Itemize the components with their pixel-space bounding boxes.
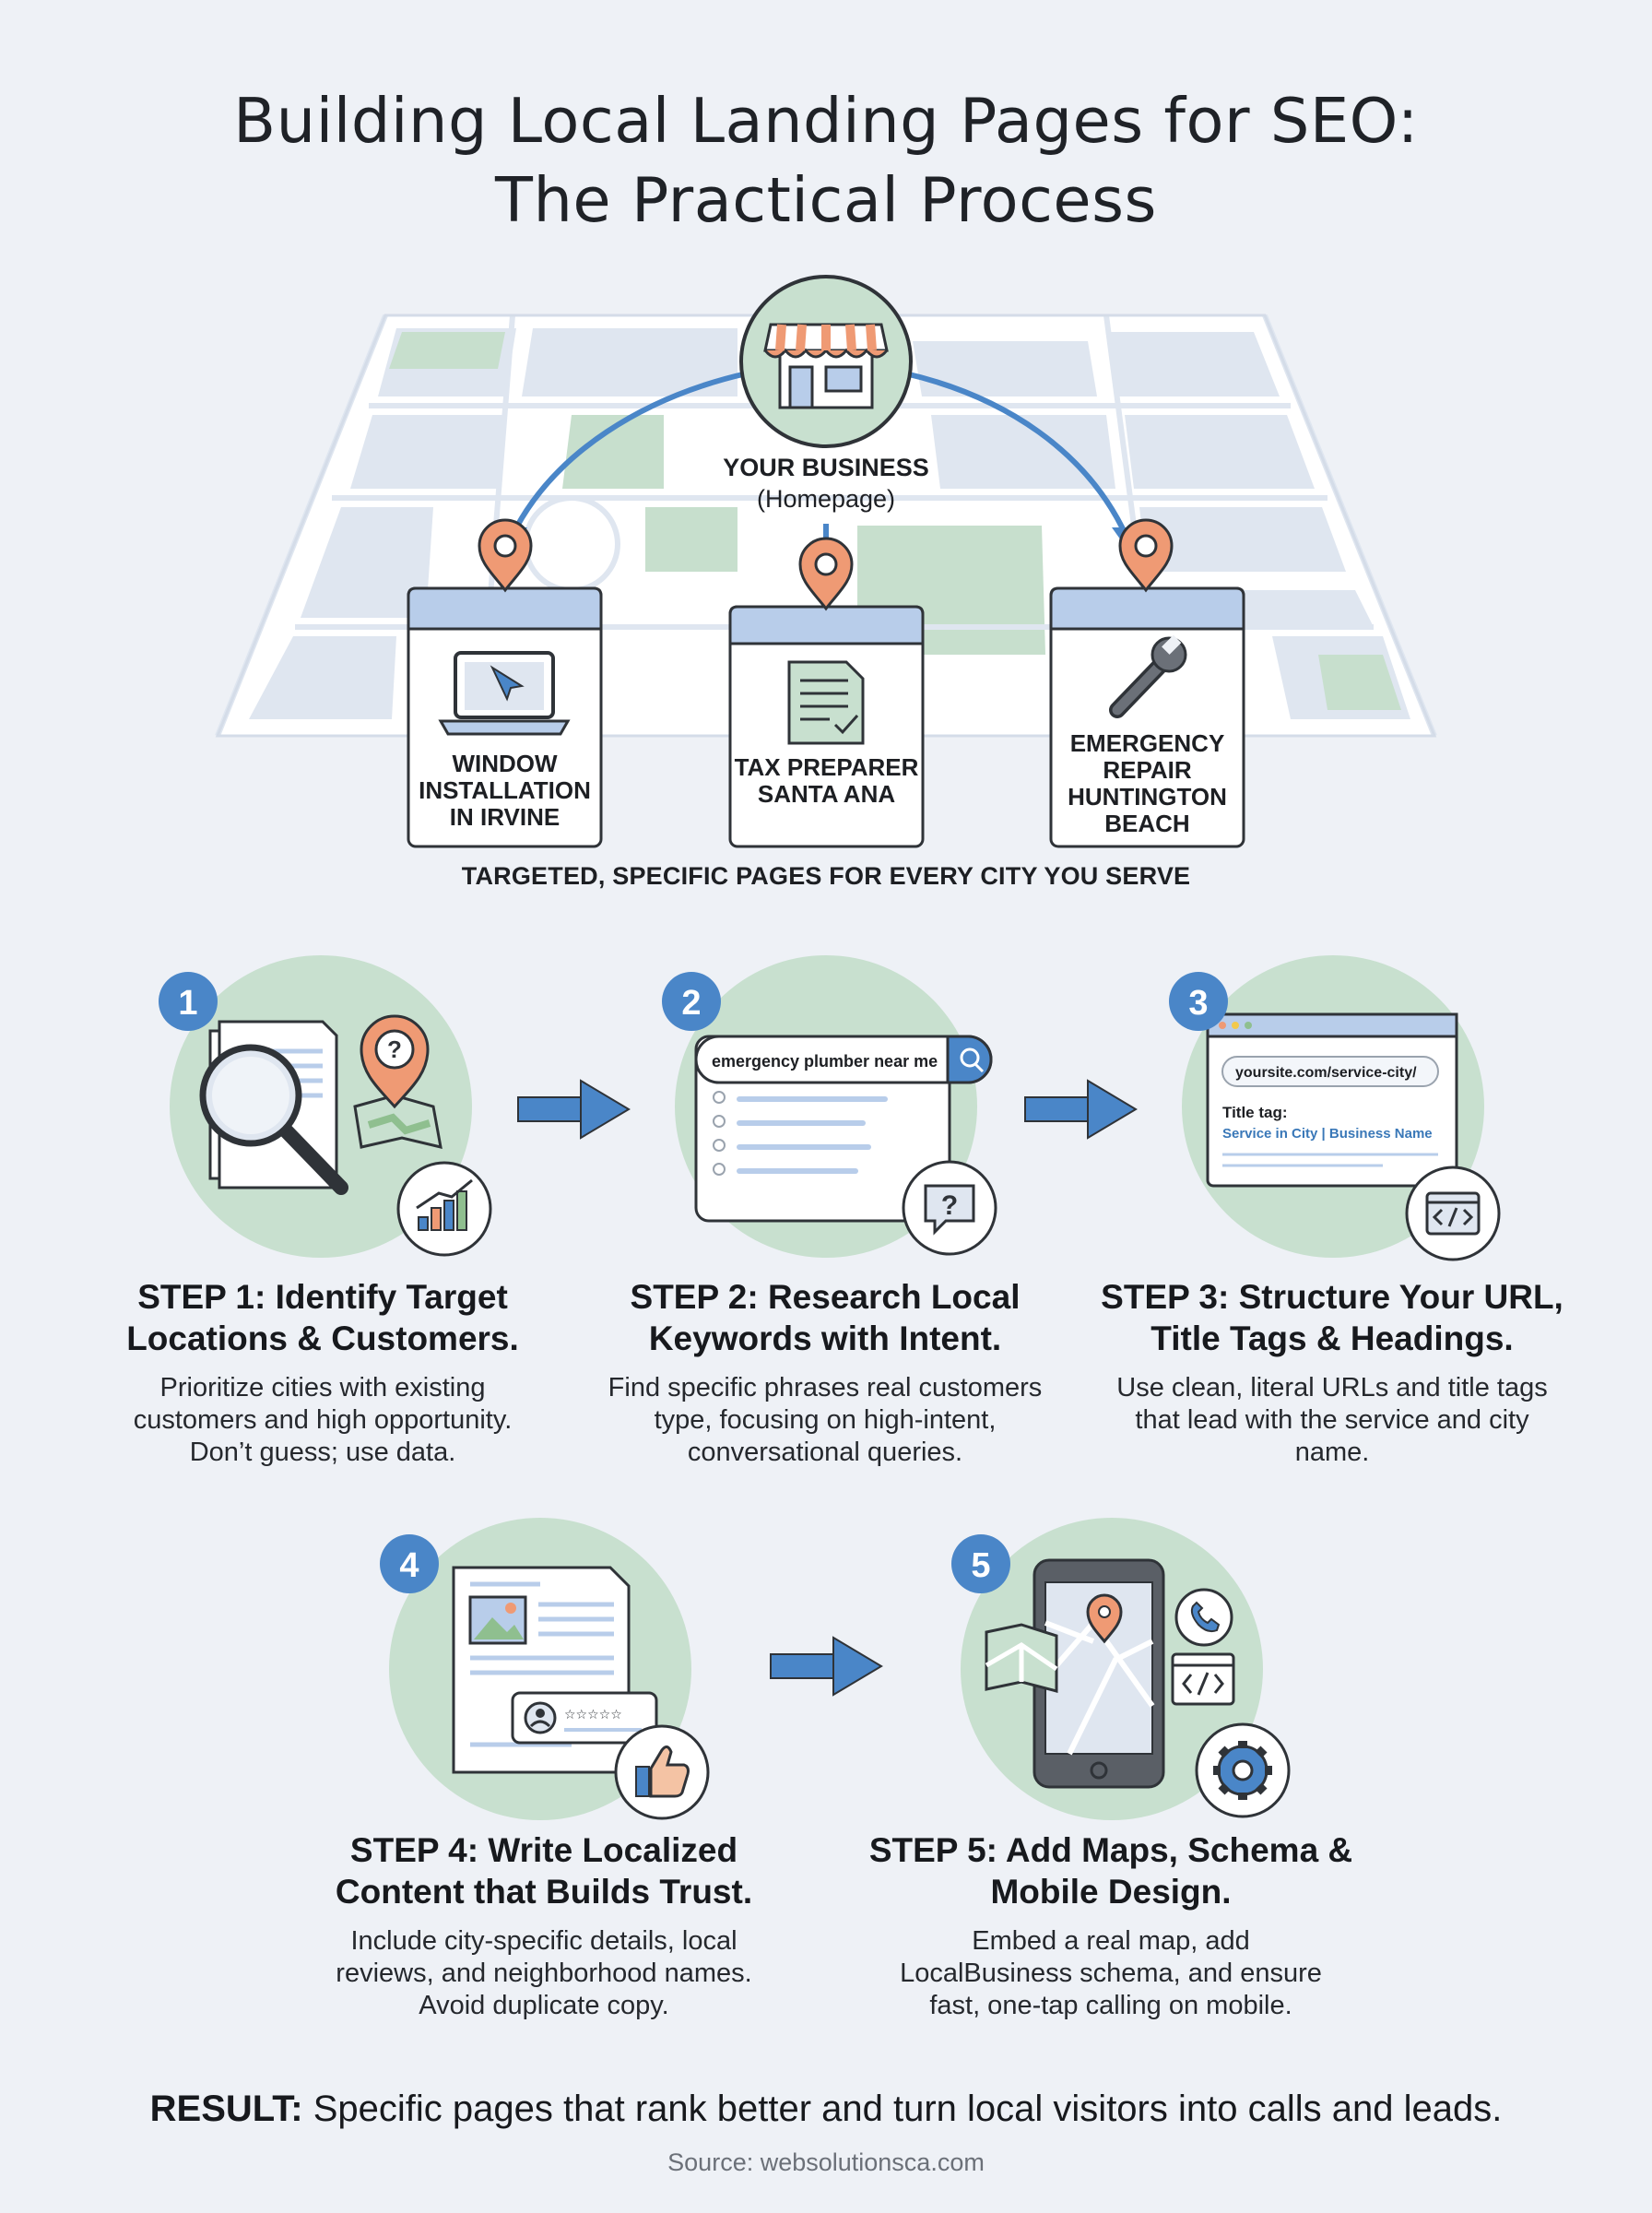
step-number-badge bbox=[1169, 972, 1228, 1031]
step-2-title: STEP 2: Research Local Keywords with Int… bbox=[630, 1278, 1021, 1357]
map-pin-icon bbox=[798, 537, 854, 611]
step-number-badge bbox=[159, 972, 218, 1031]
gear-icon bbox=[1195, 1722, 1291, 1818]
question-chat-icon: ? bbox=[902, 1160, 997, 1256]
url-bar bbox=[1221, 1056, 1439, 1087]
arrow-right-icon bbox=[517, 1079, 631, 1140]
step-4-desc: Include city-specific details, local rev… bbox=[336, 1926, 752, 2020]
title-tag-label: Title tag: bbox=[1222, 1104, 1288, 1121]
step-5-number: 5 bbox=[971, 1546, 990, 1585]
map-pin-icon bbox=[478, 518, 533, 593]
step-5-illustration: 5 bbox=[951, 1518, 1291, 1820]
step-number-badge bbox=[662, 972, 721, 1031]
city-map-illustration bbox=[215, 275, 1437, 848]
step-3-title: STEP 3: Structure Your URL, Title Tags &… bbox=[1101, 1278, 1564, 1357]
title-tag-value: Service in City | Business Name bbox=[1222, 1126, 1433, 1142]
step-1-desc: Prioritize cities with existing customer… bbox=[133, 1373, 513, 1467]
arrow-right-icon bbox=[770, 1636, 883, 1697]
browser-window bbox=[1206, 1012, 1458, 1188]
svg-text:?: ? bbox=[387, 1035, 402, 1063]
url-text: yoursite.com/service-city/ bbox=[1235, 1065, 1417, 1081]
result-statement: RESULT: Specific pages that rank better … bbox=[149, 2089, 1503, 2129]
storefront-icon bbox=[739, 275, 913, 448]
step-1-title: STEP 1: Identify Target Locations & Cust… bbox=[126, 1278, 519, 1357]
step-2-illustration: emergency plumber near me ? 2 bbox=[662, 955, 997, 1258]
step-2-number: 2 bbox=[681, 984, 701, 1023]
phone-call-icon bbox=[1174, 1588, 1233, 1647]
card-label-1: WINDOW INSTALLATION IN IRVINE bbox=[419, 750, 591, 831]
map-pin-icon bbox=[1118, 518, 1174, 593]
magnifier-handle bbox=[278, 1123, 348, 1195]
hero-tagline: TARGETED, SPECIFIC PAGES FOR EVERY CITY … bbox=[461, 862, 1191, 890]
source-credit: Source: websolutionsca.com bbox=[667, 2148, 985, 2176]
schema-code-icon bbox=[1171, 1652, 1235, 1706]
step-1-illustration: ? 1 bbox=[159, 955, 492, 1258]
step-4-title: STEP 4: Write Localized Content that Bui… bbox=[335, 1831, 753, 1911]
thumbs-up-icon bbox=[614, 1724, 710, 1820]
search-query: emergency plumber near me bbox=[712, 1052, 938, 1071]
folded-map-icon bbox=[985, 1623, 1058, 1693]
step-5-desc: Embed a real map, add LocalBusiness sche… bbox=[900, 1926, 1322, 2020]
step-5-title: STEP 5: Add Maps, Schema & Mobile Design… bbox=[868, 1831, 1353, 1911]
arrow-left bbox=[509, 371, 748, 538]
laptop-icon bbox=[438, 651, 571, 736]
svg-text:?: ? bbox=[941, 1190, 958, 1221]
hero-map-section: YOUR BUSINESS (Homepage) WINDOW INSTALLA… bbox=[0, 267, 1652, 890]
step-4-illustration: ☆☆☆☆☆ 4 bbox=[380, 1518, 710, 1820]
business-label: YOUR BUSINESS (Homepage) bbox=[723, 454, 929, 513]
growth-chart-icon bbox=[396, 1161, 492, 1257]
card-label-2: TAX PREPARER SANTA ANA bbox=[734, 753, 919, 808]
rating-stars-icon: ☆☆☆☆☆ bbox=[564, 1708, 622, 1722]
arrow-right bbox=[904, 371, 1129, 538]
card-label-3: EMERGENCY REPAIR HUNTINGTON BEACH bbox=[1068, 729, 1227, 837]
step-2-desc: Find specific phrases real customers typ… bbox=[608, 1373, 1043, 1467]
arrow-right-icon bbox=[1024, 1079, 1138, 1140]
step-3-number: 3 bbox=[1188, 984, 1208, 1023]
step-number-badge bbox=[380, 1534, 439, 1593]
document-icon bbox=[787, 660, 865, 745]
map-blocks bbox=[249, 328, 1410, 719]
step-4-number: 4 bbox=[399, 1546, 419, 1585]
step-3-illustration: yoursite.com/service-city/ Title tag: Se… bbox=[1169, 955, 1501, 1261]
step-3-desc: Use clean, literal URLs and title tags t… bbox=[1116, 1373, 1548, 1467]
search-icon bbox=[960, 1047, 980, 1068]
location-card-3 bbox=[1049, 586, 1245, 848]
page-title: Building Local Landing Pages for SEO: Th… bbox=[233, 85, 1419, 236]
wrench-icon bbox=[1109, 634, 1187, 718]
step-number-badge bbox=[951, 1534, 1010, 1593]
step-1-number: 1 bbox=[178, 984, 197, 1023]
code-icon bbox=[1405, 1166, 1501, 1261]
